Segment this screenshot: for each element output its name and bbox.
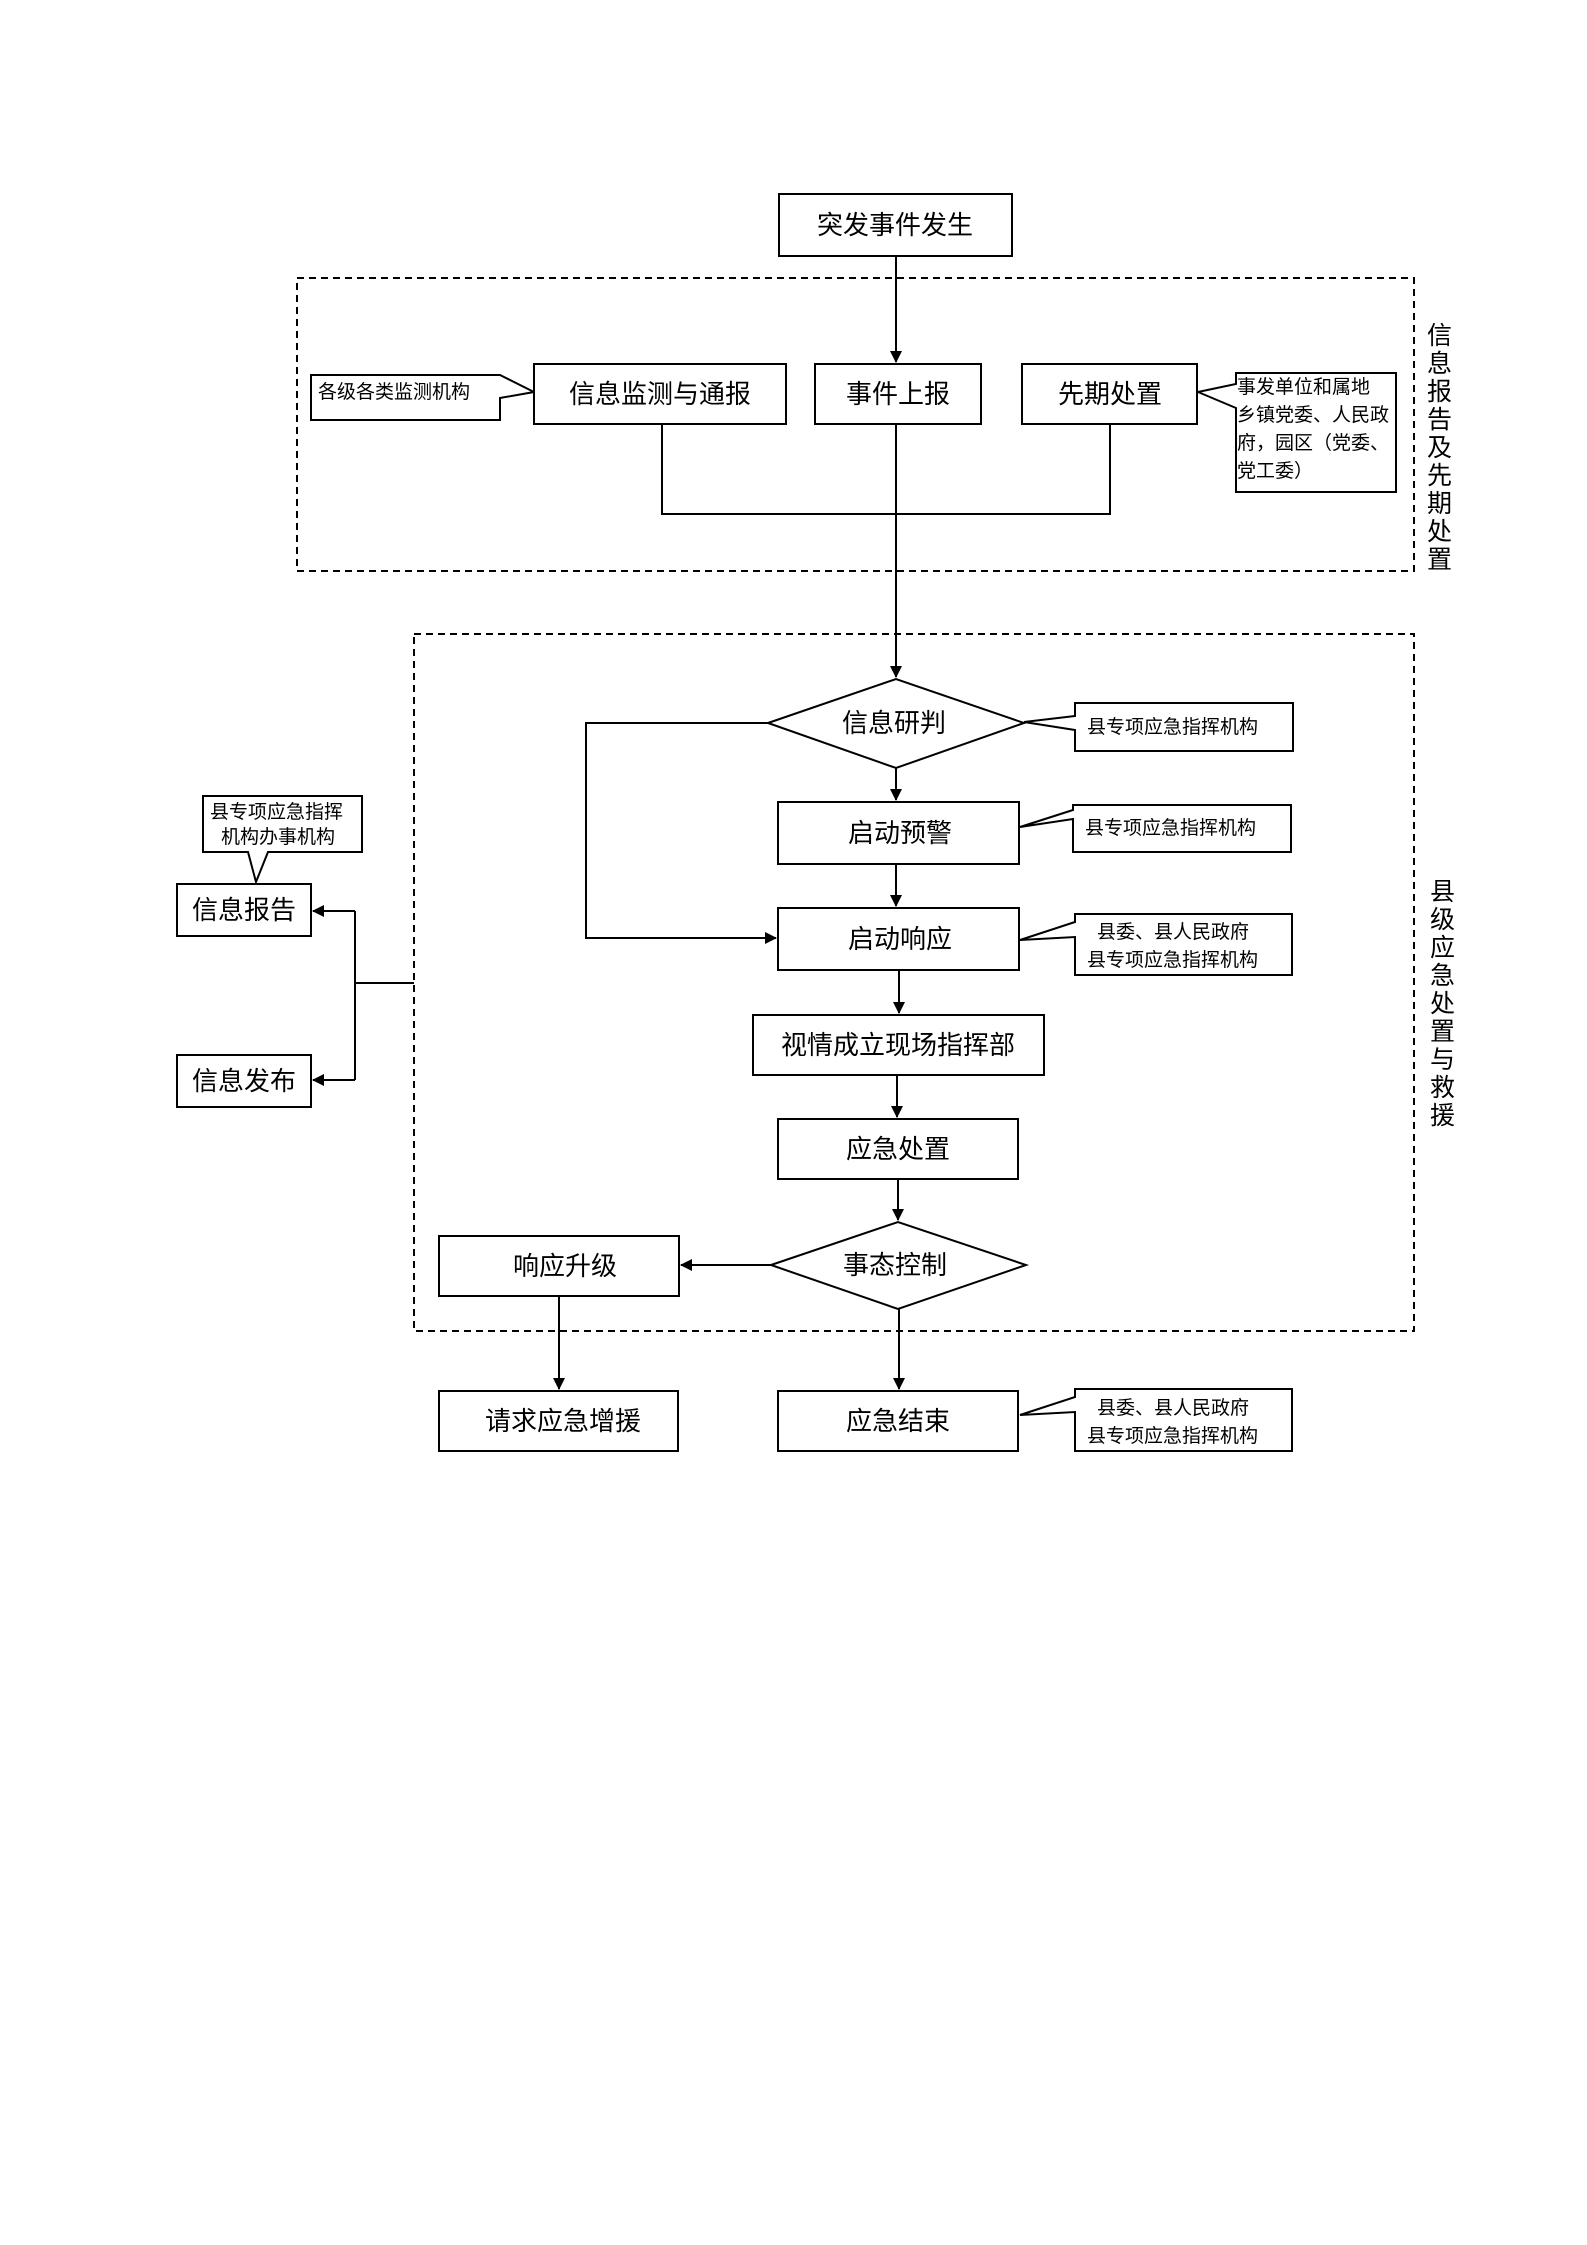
section1-label: 信息报告及先期处置 [1424, 322, 1453, 574]
note-end-agencies-line2: 县专项应急指挥机构 [1087, 1425, 1258, 1447]
node-start-warning-label: 启动预警 [848, 818, 952, 848]
node-emergency-disposal-label: 应急处置 [846, 1134, 950, 1164]
note-early-disposal-units: 事发单位和属地 乡镇党委、人民政 府，园区（党委、 党工委） [1194, 372, 1397, 493]
note-early-disposal-line2: 乡镇党委、人民政 [1237, 404, 1389, 426]
node-request-support: 请求应急增援 [438, 1390, 679, 1452]
connectors [312, 256, 1111, 1390]
note-early-disposal-line3: 府，园区（党委、 [1237, 432, 1389, 454]
node-response-upgrade: 响应升级 [438, 1235, 680, 1297]
node-situation-control-label: 事态控制 [843, 1250, 947, 1280]
node-early-disposal: 先期处置 [1021, 363, 1198, 425]
node-event-occurs: 突发事件发生 [778, 193, 1013, 257]
note-response-agencies: 县委、县人民政府 县专项应急指挥机构 [1019, 913, 1293, 976]
note-early-disposal-line1: 事发单位和属地 [1237, 376, 1370, 398]
note-response-agencies-line2: 县专项应急指挥机构 [1087, 949, 1258, 971]
node-response-upgrade-label: 响应升级 [513, 1251, 617, 1281]
node-field-command-label: 视情成立现场指挥部 [781, 1030, 1015, 1060]
node-info-release-label: 信息发布 [192, 1066, 296, 1096]
node-event-occurs-label: 突发事件发生 [817, 210, 973, 240]
node-emergency-disposal: 应急处置 [777, 1118, 1019, 1180]
node-early-disposal-label: 先期处置 [1058, 379, 1162, 409]
node-emergency-end: 应急结束 [777, 1390, 1019, 1452]
node-start-warning: 启动预警 [777, 801, 1020, 865]
note-response-agencies-line1: 县委、县人民政府 [1097, 921, 1249, 943]
section2-frame [413, 633, 1415, 1332]
note-report-office-line1: 县专项应急指挥 [210, 801, 343, 823]
node-info-judge-label: 信息研判 [842, 708, 946, 738]
note-judge-agency-text: 县专项应急指挥机构 [1087, 716, 1258, 738]
node-start-response: 启动响应 [777, 907, 1020, 971]
node-field-command: 视情成立现场指挥部 [752, 1014, 1045, 1076]
note-end-agencies: 县委、县人民政府 县专项应急指挥机构 [1019, 1388, 1293, 1452]
note-report-office: 县专项应急指挥 机构办事机构 [202, 795, 363, 886]
node-start-response-label: 启动响应 [848, 924, 952, 954]
node-situation-control: 事态控制 [767, 1220, 1030, 1311]
node-event-report: 事件上报 [814, 363, 982, 425]
node-info-release: 信息发布 [176, 1054, 312, 1108]
section1-frame [296, 277, 1415, 572]
node-emergency-end-label: 应急结束 [846, 1406, 950, 1436]
note-warning-agency-text: 县专项应急指挥机构 [1085, 817, 1256, 839]
node-info-report-label: 信息报告 [192, 895, 296, 925]
note-warning-agency: 县专项应急指挥机构 [1019, 804, 1292, 853]
node-info-monitor-label: 信息监测与通报 [569, 379, 751, 409]
node-info-judge: 信息研判 [764, 677, 1028, 770]
node-request-support-label: 请求应急增援 [485, 1406, 641, 1436]
note-monitor-agencies-text: 各级各类监测机构 [318, 381, 470, 403]
node-info-report: 信息报告 [176, 883, 312, 937]
section2-label: 县级应急处置与救援 [1427, 878, 1456, 1130]
node-event-report-label: 事件上报 [846, 379, 950, 409]
note-monitor-agencies: 各级各类监测机构 [310, 374, 538, 421]
note-report-office-line2: 机构办事机构 [221, 826, 335, 848]
note-end-agencies-line1: 县委、县人民政府 [1097, 1397, 1249, 1419]
note-early-disposal-line4: 党工委） [1237, 460, 1313, 482]
node-info-monitor: 信息监测与通报 [533, 363, 787, 425]
note-judge-agency: 县专项应急指挥机构 [1023, 702, 1294, 752]
